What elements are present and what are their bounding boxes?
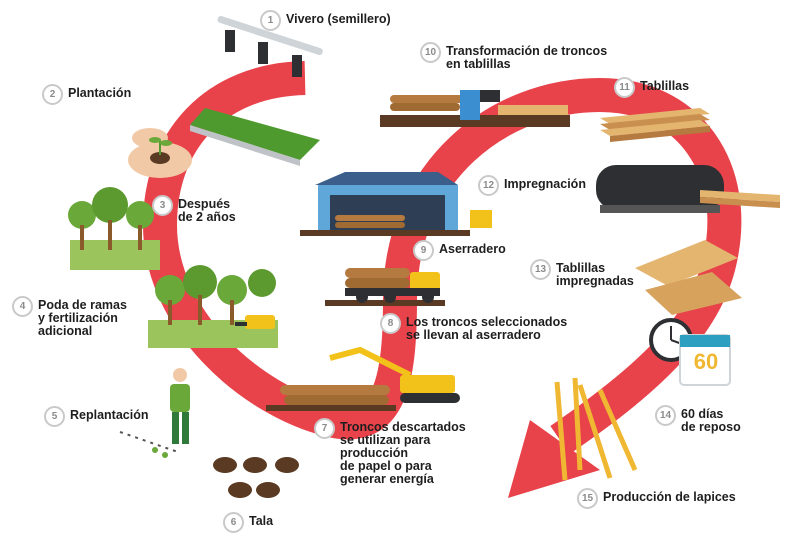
log-truck-icon <box>325 268 445 306</box>
step-label: Plantación <box>68 86 132 100</box>
step-label: Replantación <box>70 408 149 422</box>
rest-period-icon <box>649 318 731 386</box>
pencils-icon <box>554 377 638 481</box>
planks-icon <box>600 108 710 142</box>
step-number-badge: 12 <box>478 175 499 196</box>
step-number-badge: 10 <box>420 42 441 63</box>
sawmill-icon <box>300 172 492 236</box>
step-number-badge: 8 <box>380 313 401 334</box>
tree-stumps-icon <box>213 457 299 498</box>
step-9: 9 Aserradero <box>413 240 506 261</box>
calendar-day-number: 60 <box>693 349 719 374</box>
impregnated-planks-icon <box>635 240 742 315</box>
step-number-badge: 14 <box>655 405 676 426</box>
step-15: 15 Producción de lapices <box>577 488 736 509</box>
step-number-badge: 2 <box>42 84 63 105</box>
planting-hands-icon <box>128 128 192 178</box>
step-number-badge: 5 <box>44 406 65 427</box>
step-label: Vivero (semillero) <box>286 12 391 26</box>
step-label: Aserradero <box>439 242 506 256</box>
step-number-badge: 6 <box>223 512 244 533</box>
impregnation-machine-icon <box>596 165 780 213</box>
step-label: Producción de lapices <box>603 490 736 504</box>
step-2: 2 Plantación <box>42 84 131 105</box>
replanting-person-icon <box>119 368 190 458</box>
pruning-forest-icon <box>148 265 278 348</box>
step-number-badge: 13 <box>530 259 551 280</box>
step-number-badge: 4 <box>12 296 33 317</box>
plank-machine-icon <box>380 90 570 127</box>
step-6: 6 Tala <box>223 512 273 533</box>
step-12: 12 Impregnación <box>478 175 586 196</box>
step-11: 11 Tablillas <box>614 77 689 98</box>
step-number-badge: 3 <box>152 195 173 216</box>
step-number-badge: 9 <box>413 240 434 261</box>
young-trees-icon <box>68 187 160 270</box>
step-number-badge: 11 <box>614 77 635 98</box>
step-number-badge: 15 <box>577 488 598 509</box>
step-label: Impregnación <box>504 177 586 191</box>
nursery-icon <box>190 15 323 166</box>
step-5: 5 Replantación <box>44 406 149 427</box>
step-number-badge: 7 <box>314 418 335 439</box>
step-number-badge: 1 <box>260 10 281 31</box>
step-label: Tala <box>249 514 274 528</box>
step-label: Tablillas <box>640 79 690 93</box>
step-1: 1 Vivero (semillero) <box>260 10 391 31</box>
discarded-logs-icon <box>266 346 460 411</box>
